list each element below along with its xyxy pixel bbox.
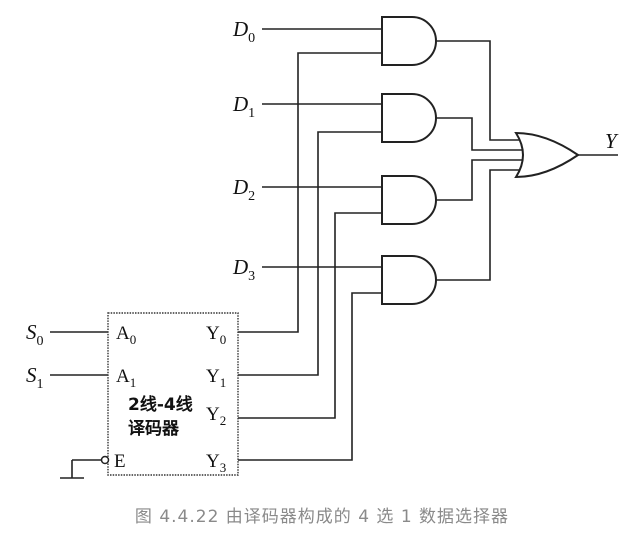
pin-y2: Y2 xyxy=(206,404,226,428)
decoder-title-line1: 2线-4线 xyxy=(128,394,193,415)
and-gate-0 xyxy=(381,16,437,66)
pin-a0: A0 xyxy=(116,323,136,347)
label-s0: S0 xyxy=(26,320,44,349)
decoder-box xyxy=(107,312,239,476)
wire-and1-or xyxy=(436,117,526,151)
figure-caption: 图 4.4.22 由译码器构成的 4 选 1 数据选择器 xyxy=(135,507,509,527)
or-gate xyxy=(514,131,580,179)
pin-e: E xyxy=(114,451,126,472)
and-gate-3 xyxy=(381,255,437,305)
label-s1: S1 xyxy=(26,363,44,392)
wire-y3 xyxy=(238,292,382,461)
label-d3: D3 xyxy=(232,255,255,284)
wire-y0 xyxy=(238,52,382,333)
wire-and3-or xyxy=(436,169,526,281)
wire-y1 xyxy=(238,131,382,376)
pin-y3: Y3 xyxy=(206,451,226,475)
enable-bubble xyxy=(100,455,110,465)
wire-y2 xyxy=(238,212,382,419)
enable-ground xyxy=(60,455,110,479)
and-gate-1 xyxy=(381,93,437,143)
label-d2: D2 xyxy=(232,175,255,204)
pin-y0: Y0 xyxy=(206,323,226,347)
wire-and2-or xyxy=(436,159,526,201)
data-input-wires xyxy=(262,28,382,268)
wire-and0-or xyxy=(436,40,526,141)
label-d0: D0 xyxy=(232,17,255,46)
pin-a1: A1 xyxy=(116,366,136,390)
and-to-or-wires xyxy=(436,40,526,281)
decoder-title-line2: 译码器 xyxy=(128,419,180,439)
decoder-output-wires xyxy=(238,52,382,461)
label-output-y: Y xyxy=(605,129,619,153)
label-d1: D1 xyxy=(232,92,255,121)
pin-y1: Y1 xyxy=(206,366,226,390)
and-gates xyxy=(381,16,437,305)
and-gate-2 xyxy=(381,175,437,225)
